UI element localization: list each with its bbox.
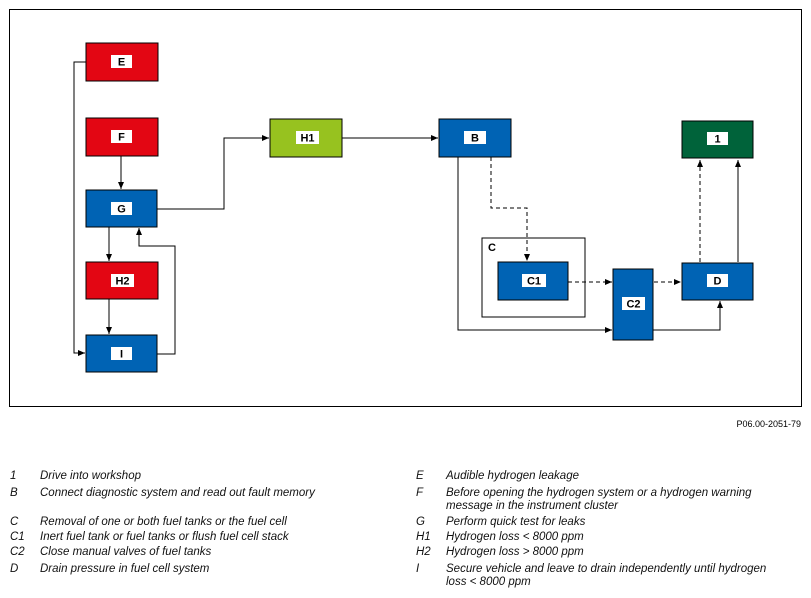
- legend-text: Secure vehicle and leave to drain indepe…: [446, 563, 767, 588]
- box-f: F: [85, 117, 159, 157]
- legend-key: C2: [10, 546, 25, 558]
- box-1: 1: [681, 120, 754, 159]
- group-c-frame: [481, 237, 586, 318]
- svg-text:C1: C1: [527, 276, 541, 288]
- legend-key: I: [416, 563, 420, 575]
- legend-key: E: [416, 470, 424, 482]
- box-h1: H1: [269, 118, 343, 158]
- legend-key: F: [416, 487, 424, 499]
- figure-reference: P06.00-2051-79: [736, 419, 801, 429]
- flow-diagram: C E: [9, 9, 802, 407]
- svg-text:1: 1: [714, 134, 720, 146]
- edge-e-to-i: [73, 61, 86, 356]
- box-h2: H2: [85, 261, 159, 300]
- legend-text: Inert fuel tank or fuel tanks or flush f…: [40, 531, 289, 543]
- box-d: D: [681, 262, 754, 301]
- legend-key: D: [10, 563, 19, 575]
- edge-b-to-c1: [490, 157, 530, 261]
- svg-text:I: I: [120, 349, 123, 361]
- svg-text:B: B: [471, 133, 479, 145]
- group-c-label: C: [488, 242, 496, 254]
- legend-key: H1: [416, 531, 431, 543]
- box-c2: C2: [612, 268, 654, 341]
- legend-text: Perform quick test for leaks: [446, 516, 586, 528]
- svg-text:C2: C2: [626, 299, 640, 311]
- svg-text:F: F: [118, 132, 125, 144]
- legend-key: 1: [10, 470, 17, 482]
- box-e: E: [85, 42, 159, 82]
- svg-text:E: E: [118, 57, 125, 69]
- svg-text:D: D: [714, 276, 722, 288]
- edge-i-to-g: [136, 228, 176, 355]
- legend-key: H2: [416, 546, 431, 558]
- box-b: B: [438, 118, 512, 158]
- edge-b-to-c2: [457, 157, 612, 333]
- legend-key: C1: [10, 531, 25, 543]
- legend-text: Connect diagnostic system and read out f…: [40, 487, 315, 499]
- legend-text: Before opening the hydrogen system or a …: [446, 487, 752, 512]
- legend-text: Drain pressure in fuel cell system: [40, 563, 210, 575]
- legend-text: Drive into workshop: [40, 470, 141, 482]
- box-i: I: [85, 334, 158, 373]
- svg-text:G: G: [117, 204, 126, 216]
- legend-text: Hydrogen loss < 8000 ppm: [446, 531, 584, 543]
- legend-text: Audible hydrogen leakage: [446, 470, 579, 482]
- svg-text:H1: H1: [300, 133, 314, 145]
- legend-text: Close manual valves of fuel tanks: [40, 546, 212, 558]
- legend-key: B: [10, 487, 18, 499]
- legend-text: Hydrogen loss > 8000 ppm: [446, 546, 584, 558]
- edge-c2-to-d: [653, 301, 723, 331]
- diagram-frame: [9, 9, 802, 407]
- legend-text: Removal of one or both fuel tanks or the…: [40, 516, 287, 528]
- connectors: [73, 61, 741, 356]
- dashed-connectors: [490, 157, 703, 285]
- svg-text:H2: H2: [115, 276, 129, 288]
- edge-g-to-h1: [157, 135, 269, 210]
- box-g: G: [85, 189, 158, 228]
- legend-key: C: [10, 516, 19, 528]
- legend-key: G: [416, 516, 425, 528]
- box-c1: C1: [497, 261, 569, 301]
